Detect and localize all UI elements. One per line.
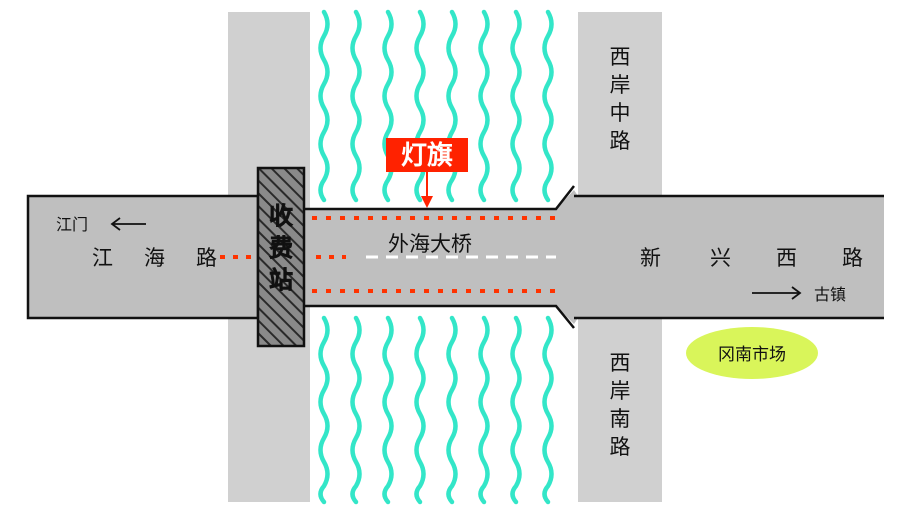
river-wave bbox=[318, 9, 330, 203]
river-wave bbox=[318, 315, 330, 505]
toll-station-label: 收 费 站 bbox=[269, 201, 294, 295]
bridge-label: 外海大桥 bbox=[388, 232, 472, 256]
river-wave bbox=[542, 9, 554, 203]
jianghai-char-1: 江 bbox=[92, 246, 113, 270]
xian-zhong-char-4: 路 bbox=[610, 129, 631, 153]
xian-nan-char-1: 西 bbox=[610, 351, 631, 375]
river-wave bbox=[478, 9, 490, 203]
river-wave bbox=[446, 9, 458, 203]
flag-label: 灯旗 bbox=[401, 140, 453, 171]
bridge-top-edge bbox=[300, 185, 575, 211]
xinxing-char-2: 兴 bbox=[710, 246, 731, 270]
xinxing-char-3: 西 bbox=[776, 246, 797, 270]
toll-char-2: 费 bbox=[269, 233, 293, 262]
xian-nan-char-3: 南 bbox=[610, 407, 631, 431]
guzhen-label: 古镇 bbox=[814, 285, 846, 304]
bridge-bottom-edge bbox=[300, 304, 575, 329]
gangnan-market-ellipse bbox=[686, 327, 818, 379]
river-wave bbox=[382, 9, 394, 203]
flag-pointer-head bbox=[421, 196, 433, 208]
river-wave bbox=[542, 315, 554, 505]
xian-nan-char-2: 岸 bbox=[610, 379, 631, 403]
xian-nan-char-4: 路 bbox=[610, 435, 631, 459]
flag-box bbox=[386, 138, 468, 172]
xian-zhong-char-2: 岸 bbox=[610, 73, 631, 97]
xinxing-char-1: 新 bbox=[640, 246, 661, 270]
river-wave bbox=[478, 315, 490, 505]
arrow-left-icon bbox=[110, 217, 121, 231]
river-wave bbox=[350, 315, 362, 505]
bridge-and-xinxing-road-surface bbox=[300, 190, 884, 324]
xian-zhong-char-3: 中 bbox=[610, 101, 631, 125]
river-wave bbox=[382, 315, 394, 505]
river-wave bbox=[414, 315, 426, 505]
xinxing-char-4: 路 bbox=[842, 246, 863, 270]
jianghai-char-2: 海 bbox=[144, 246, 165, 270]
river-wave bbox=[510, 315, 522, 505]
river-wave bbox=[446, 315, 458, 505]
toll-station bbox=[256, 166, 306, 348]
river-wave bbox=[414, 9, 426, 203]
toll-char-3: 站 bbox=[269, 265, 293, 294]
river-wave bbox=[510, 9, 522, 203]
jianghai-char-3: 路 bbox=[196, 246, 217, 270]
gangnan-market-label: 冈南市场 bbox=[718, 345, 786, 365]
xian-zhong-char-1: 西 bbox=[610, 45, 631, 69]
river-wave bbox=[350, 9, 362, 203]
jiangmen-label: 江门 bbox=[56, 215, 88, 234]
river bbox=[318, 9, 554, 505]
toll-char-1: 收 bbox=[269, 201, 293, 230]
arrow-right-icon bbox=[791, 286, 802, 300]
